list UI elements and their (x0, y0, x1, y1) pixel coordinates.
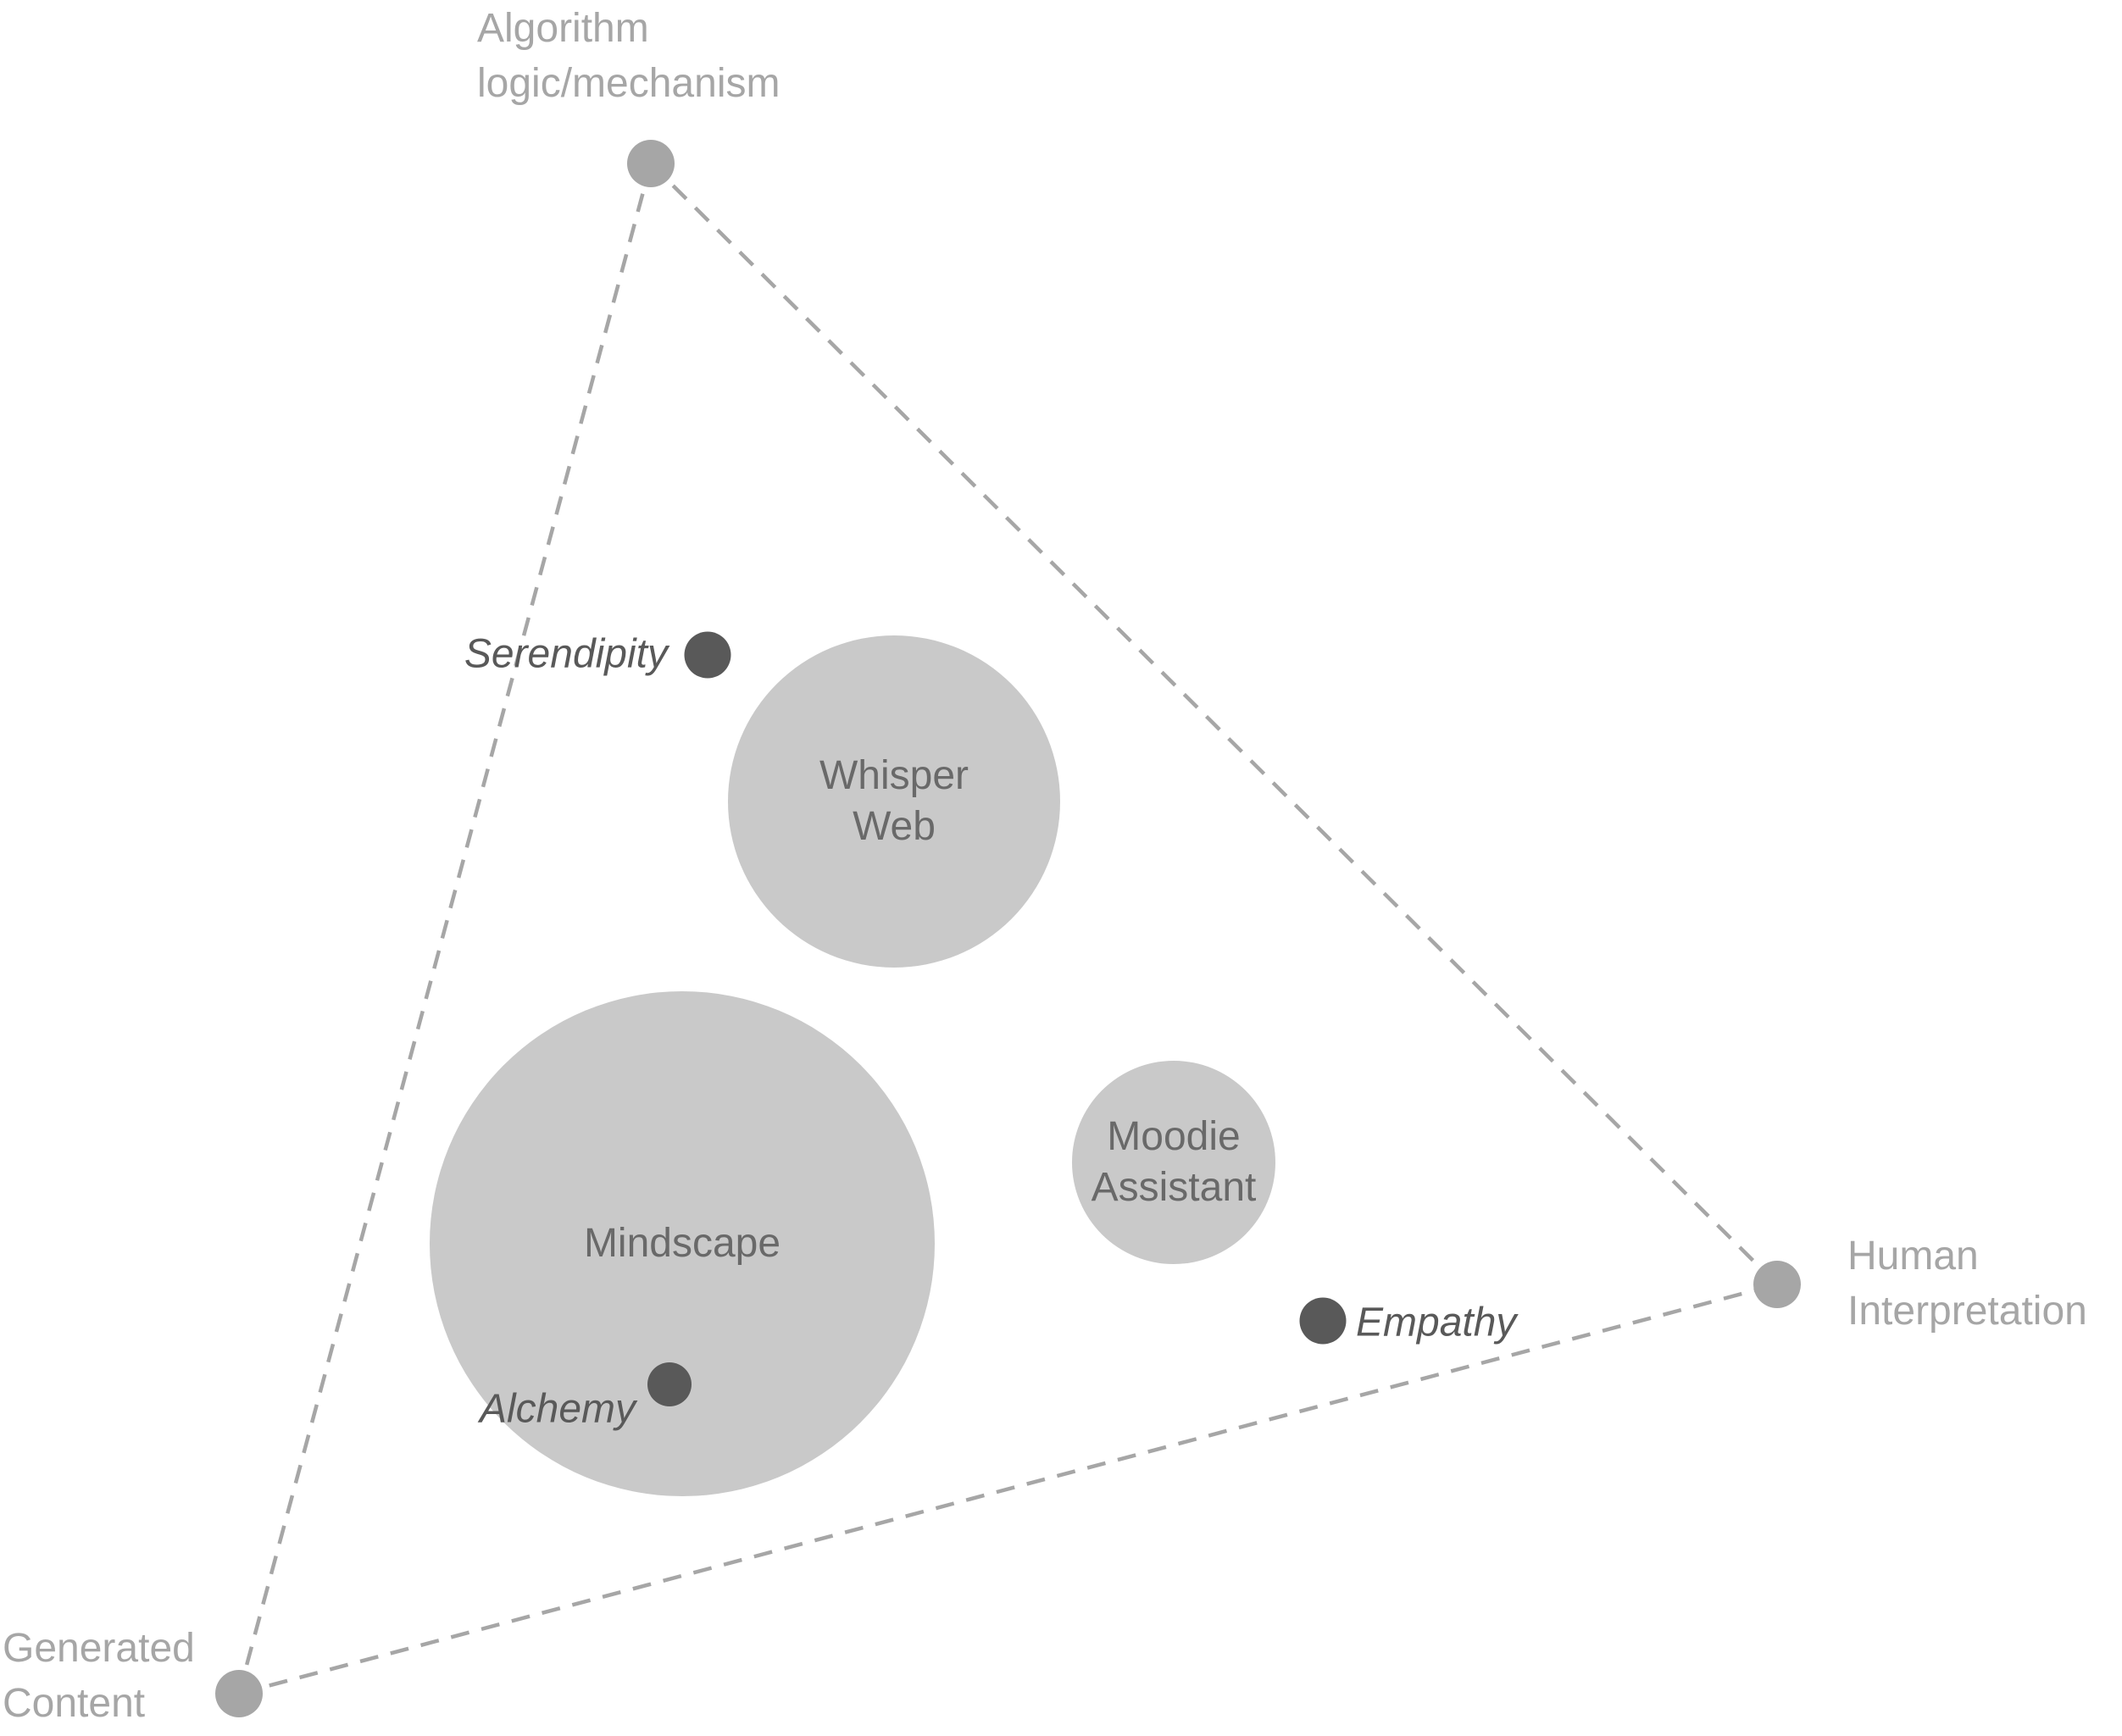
annotation-dot-empathy (1299, 1297, 1347, 1345)
edge-generated-human (238, 1282, 1778, 1696)
vertex-label-human: Human Interpretation (1847, 1234, 2087, 1334)
bubble-mindscape: Mindscape (430, 991, 935, 1496)
bubble-label-whisper-web: Whisper Web (819, 753, 969, 849)
vertex-dot-generated (215, 1670, 263, 1717)
vertex-label-generated: Generated Content (3, 1626, 195, 1726)
annotation-label-serendipity: Serendipity (464, 631, 668, 677)
vertex-dot-algorithm (627, 140, 675, 187)
edge-algorithm-generated (236, 163, 653, 1694)
annotation-label-empathy: Empathy (1356, 1300, 1517, 1345)
annotation-dot-alchemy (647, 1362, 692, 1406)
vertex-dot-human (1753, 1261, 1801, 1308)
bubble-label-moodie-assistant: Moodie Assistant (1091, 1114, 1257, 1210)
annotation-label-alchemy: Alchemy (479, 1386, 636, 1432)
bubble-label-mindscape: Mindscape (583, 1221, 781, 1266)
vertex-label-algorithm: Algorithm logic/mechanism (477, 6, 780, 106)
bubble-whisper-web: Whisper Web (728, 635, 1060, 968)
bubble-moodie-assistant: Moodie Assistant (1072, 1061, 1275, 1264)
annotation-dot-serendipity (684, 631, 731, 679)
edge-algorithm-human (649, 162, 1779, 1286)
